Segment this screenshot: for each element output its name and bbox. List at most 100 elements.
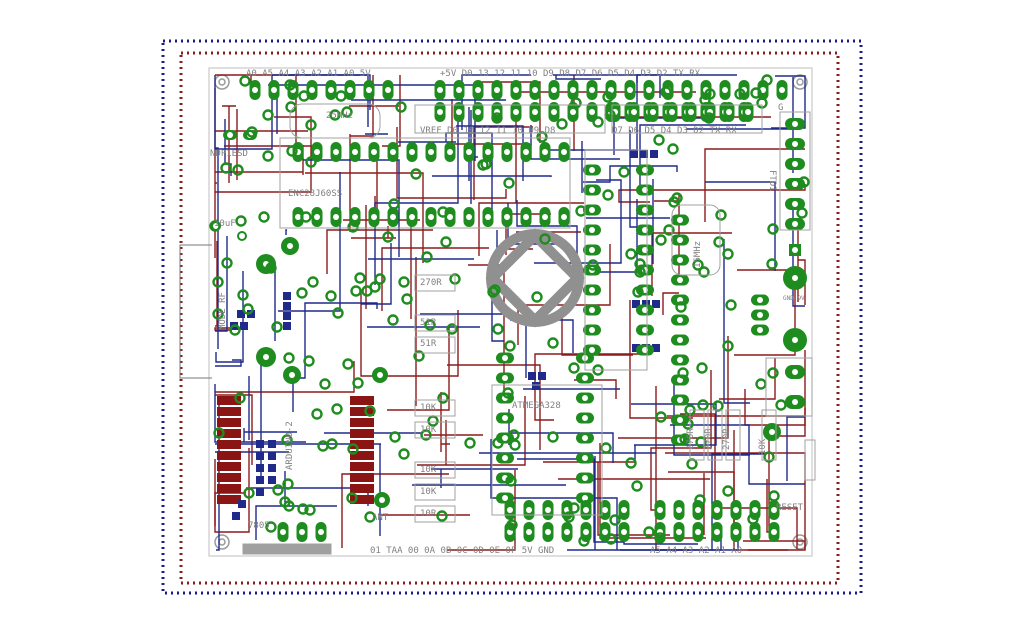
smd-pad — [630, 150, 638, 158]
drill-hole — [688, 109, 694, 115]
via — [311, 408, 323, 420]
smd-pad — [283, 322, 291, 330]
drill-hole — [583, 529, 589, 535]
resistor-label: 10R — [420, 509, 437, 519]
drill-hole — [287, 243, 293, 249]
via — [767, 223, 779, 235]
drill-hole — [513, 87, 519, 93]
via — [592, 116, 604, 128]
drill-hole — [677, 377, 683, 383]
via — [625, 457, 637, 469]
via — [600, 442, 612, 454]
drill-hole — [328, 87, 334, 93]
via — [420, 429, 432, 441]
via — [692, 259, 704, 271]
via — [653, 134, 665, 146]
rf-mode-label: MODE RF — [218, 292, 228, 330]
drill-hole — [502, 355, 508, 361]
drill-hole — [390, 149, 396, 155]
ant-label: ANT — [372, 513, 389, 523]
via — [281, 434, 293, 446]
via — [722, 248, 734, 260]
via — [694, 494, 706, 506]
via — [715, 209, 727, 221]
drill-hole — [769, 429, 775, 435]
trace — [705, 181, 776, 271]
drill-hole — [526, 529, 532, 535]
drill-hole — [714, 507, 720, 513]
drill-hole — [371, 214, 377, 220]
via — [725, 299, 737, 311]
via — [262, 150, 274, 162]
trace — [432, 175, 552, 177]
via — [464, 437, 476, 449]
drill-hole — [570, 87, 576, 93]
via — [547, 337, 559, 349]
trace — [447, 470, 516, 551]
via — [229, 324, 241, 336]
smd-pad — [268, 464, 276, 472]
via — [347, 221, 359, 233]
via — [502, 387, 514, 399]
drill-hole — [792, 275, 798, 281]
trace — [534, 353, 642, 421]
resistor-label: 270R — [722, 428, 732, 450]
trace — [396, 127, 507, 199]
via — [491, 112, 503, 124]
via — [631, 480, 643, 492]
trace — [583, 165, 678, 183]
drill-hole — [551, 87, 557, 93]
smd-pad — [532, 382, 540, 390]
drill-hole — [252, 87, 258, 93]
via — [279, 496, 291, 508]
drill-hole — [589, 187, 595, 193]
drill-hole — [792, 161, 798, 167]
drill-hole — [657, 507, 663, 513]
drill-hole — [299, 529, 305, 535]
via — [212, 276, 224, 288]
drill-hole — [447, 149, 453, 155]
drill-hole — [589, 167, 595, 173]
via — [503, 177, 515, 189]
smd-pad-column-left — [217, 396, 241, 504]
drill-hole — [502, 375, 508, 381]
drill-hole — [677, 417, 683, 423]
drill-hole — [589, 109, 595, 115]
drill-hole — [589, 207, 595, 213]
trace — [618, 336, 729, 439]
trace — [670, 424, 805, 485]
via — [477, 159, 489, 171]
drill-hole — [347, 87, 353, 93]
drill-hole — [582, 415, 588, 421]
trace — [797, 225, 806, 305]
via — [221, 257, 233, 269]
resistor-label: 270R — [686, 428, 696, 450]
drill-hole — [757, 297, 763, 303]
drill-hole — [677, 397, 683, 403]
left-cap-label: 10uF — [214, 219, 236, 229]
second-header-label: VREF D0 13 12 11 10 D9 D8 — [420, 126, 555, 136]
drill-hole — [502, 415, 508, 421]
trace — [381, 247, 489, 311]
via — [775, 399, 787, 411]
smd-pad — [217, 407, 241, 416]
via — [677, 367, 689, 379]
drill-hole — [646, 87, 652, 93]
power-label: GND 9V — [783, 295, 805, 302]
trace — [341, 473, 449, 548]
trace — [374, 108, 459, 285]
drill-hole — [602, 507, 608, 513]
smd-pad — [350, 396, 374, 405]
trace — [680, 413, 798, 549]
drill-hole — [213, 223, 219, 229]
smd-pad — [240, 322, 248, 330]
drill-hole — [545, 529, 551, 535]
via — [325, 290, 337, 302]
smd-pad — [283, 312, 291, 320]
via — [350, 285, 362, 297]
smd-pad — [217, 418, 241, 427]
drill-hole — [561, 149, 567, 155]
drill-hole — [366, 87, 372, 93]
smd-pad — [350, 418, 374, 427]
via — [568, 362, 580, 374]
